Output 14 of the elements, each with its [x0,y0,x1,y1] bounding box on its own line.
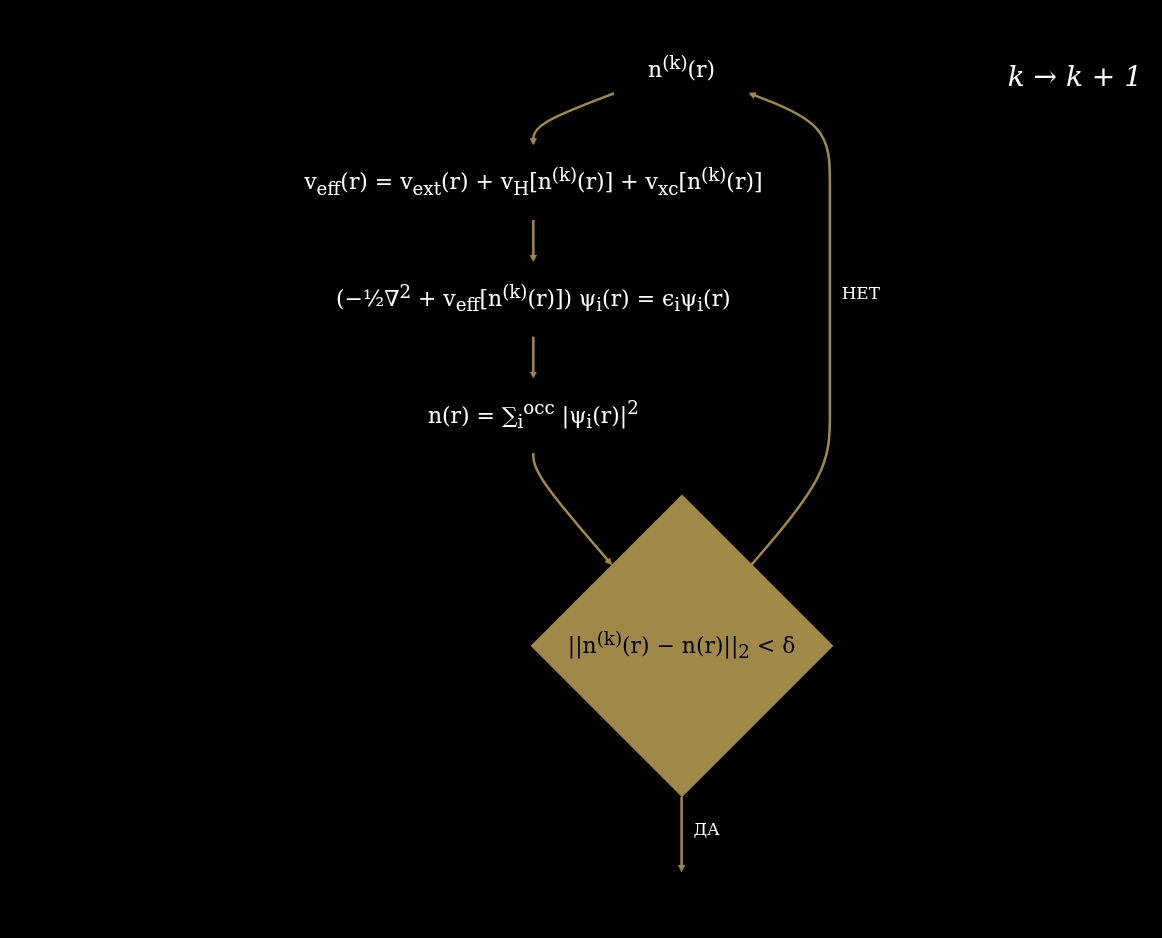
node-text: (−½∇$^{2}$ + v$_{eff}$[n$^{(k)}$(r)]) ψ$_{i}$(r) = ϵ$_{i}$ψ$_{i}$(r) [336,281,731,316]
node-text: n$^{(k)}$(r) [648,51,716,82]
edge-label: ДА [693,818,720,839]
arrow [529,219,538,262]
arrow [677,796,686,873]
node-text: v$_{eff}$(r) = v$_{ext}$(r) + v$_{H}$[n$^{(k)}$(r)] + v$_{xc}$[n$^{(k)}$(r)] [304,164,763,199]
arrow [529,92,615,146]
arrow [532,452,613,566]
arrow [748,92,832,566]
loop-note: k → k + 1 [1007,60,1142,93]
node-diamond: ||n$^{(k)}$(r) − n(r)||$_{2}$ < δ [530,494,834,798]
arrow [529,336,538,379]
edge-label: НЕТ [841,283,880,304]
node-text: n(r) = ∑$_{i}$$^{occ}$ |ψ$_{i}$(r)|$^{2}$ [427,397,639,433]
